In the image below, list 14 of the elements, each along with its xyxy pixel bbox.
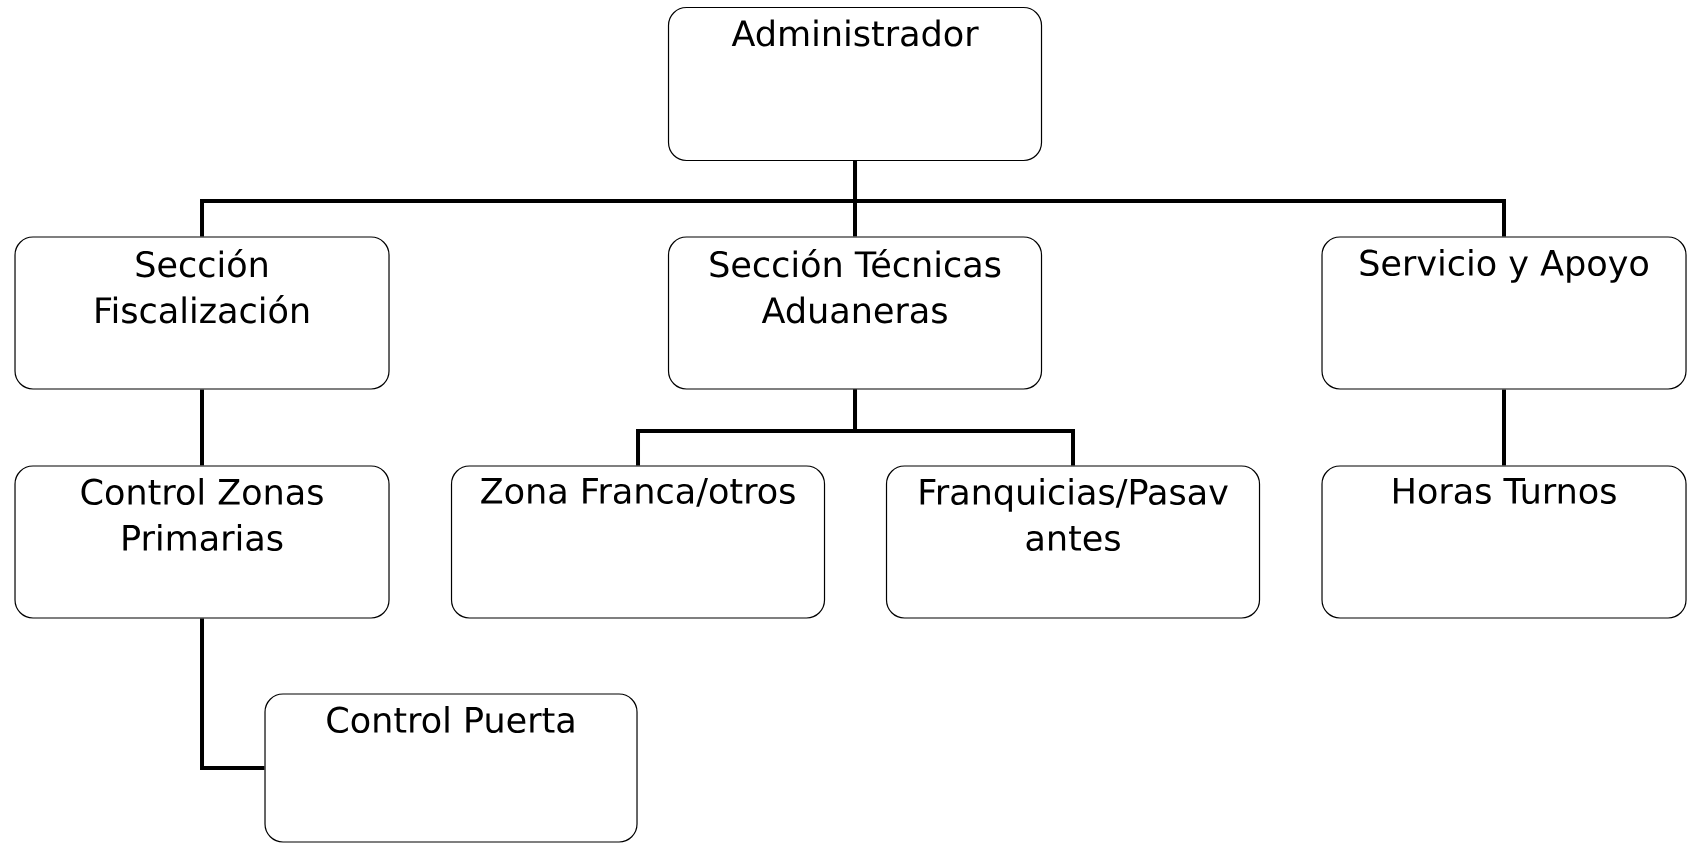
connector-line: [1502, 389, 1506, 466]
org-box: Horas Turnos: [1321, 465, 1687, 619]
org-box: Administrador: [667, 6, 1043, 162]
org-box: Control Puerta: [264, 693, 638, 843]
connector-line: [853, 161, 1506, 237]
org-box: Servicio y Apoyo: [1321, 236, 1687, 390]
org-box: Zona Franca/otros: [450, 465, 826, 619]
connector-line: [853, 389, 1075, 466]
connector-line: [200, 618, 265, 770]
org-box: Sección Fiscalización: [14, 236, 390, 390]
org-box: Control Zonas Primarias: [14, 465, 390, 619]
org-box: Sección Técnicas Aduaneras: [667, 236, 1043, 390]
connector-line: [200, 389, 204, 466]
org-box: Franquicias/Pasav antes: [885, 465, 1261, 619]
